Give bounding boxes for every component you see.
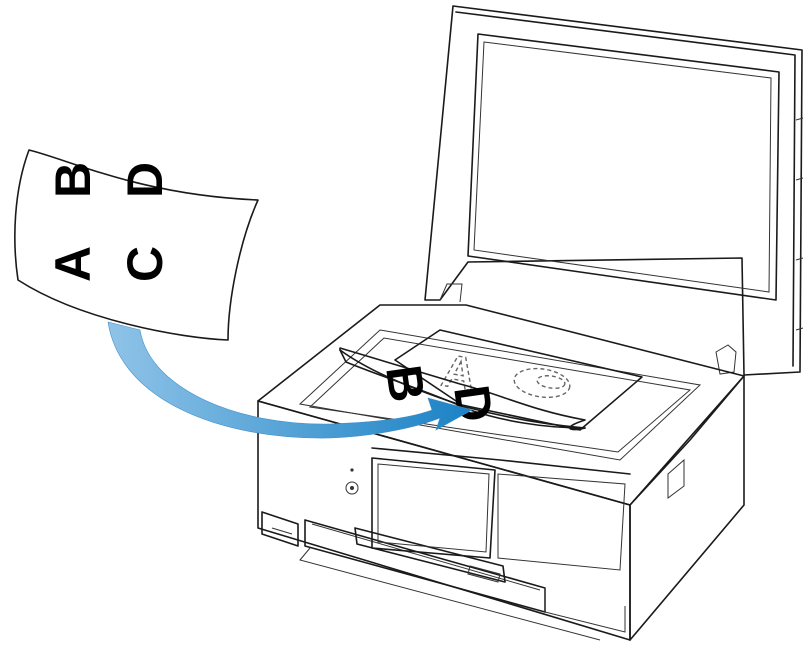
svg-text:B: B bbox=[375, 362, 435, 406]
sheet-letter-b: B bbox=[45, 162, 101, 198]
sheet-letter-d: D bbox=[117, 162, 173, 198]
sheet-letter-c: C bbox=[117, 246, 173, 282]
document-sheet: A B C D bbox=[15, 150, 258, 340]
printer-body bbox=[258, 305, 744, 640]
scanner-lid bbox=[425, 6, 803, 375]
original-on-platen: A B D bbox=[340, 330, 642, 430]
sheet-letter-a: A bbox=[45, 246, 101, 282]
touch-panel bbox=[372, 448, 630, 570]
